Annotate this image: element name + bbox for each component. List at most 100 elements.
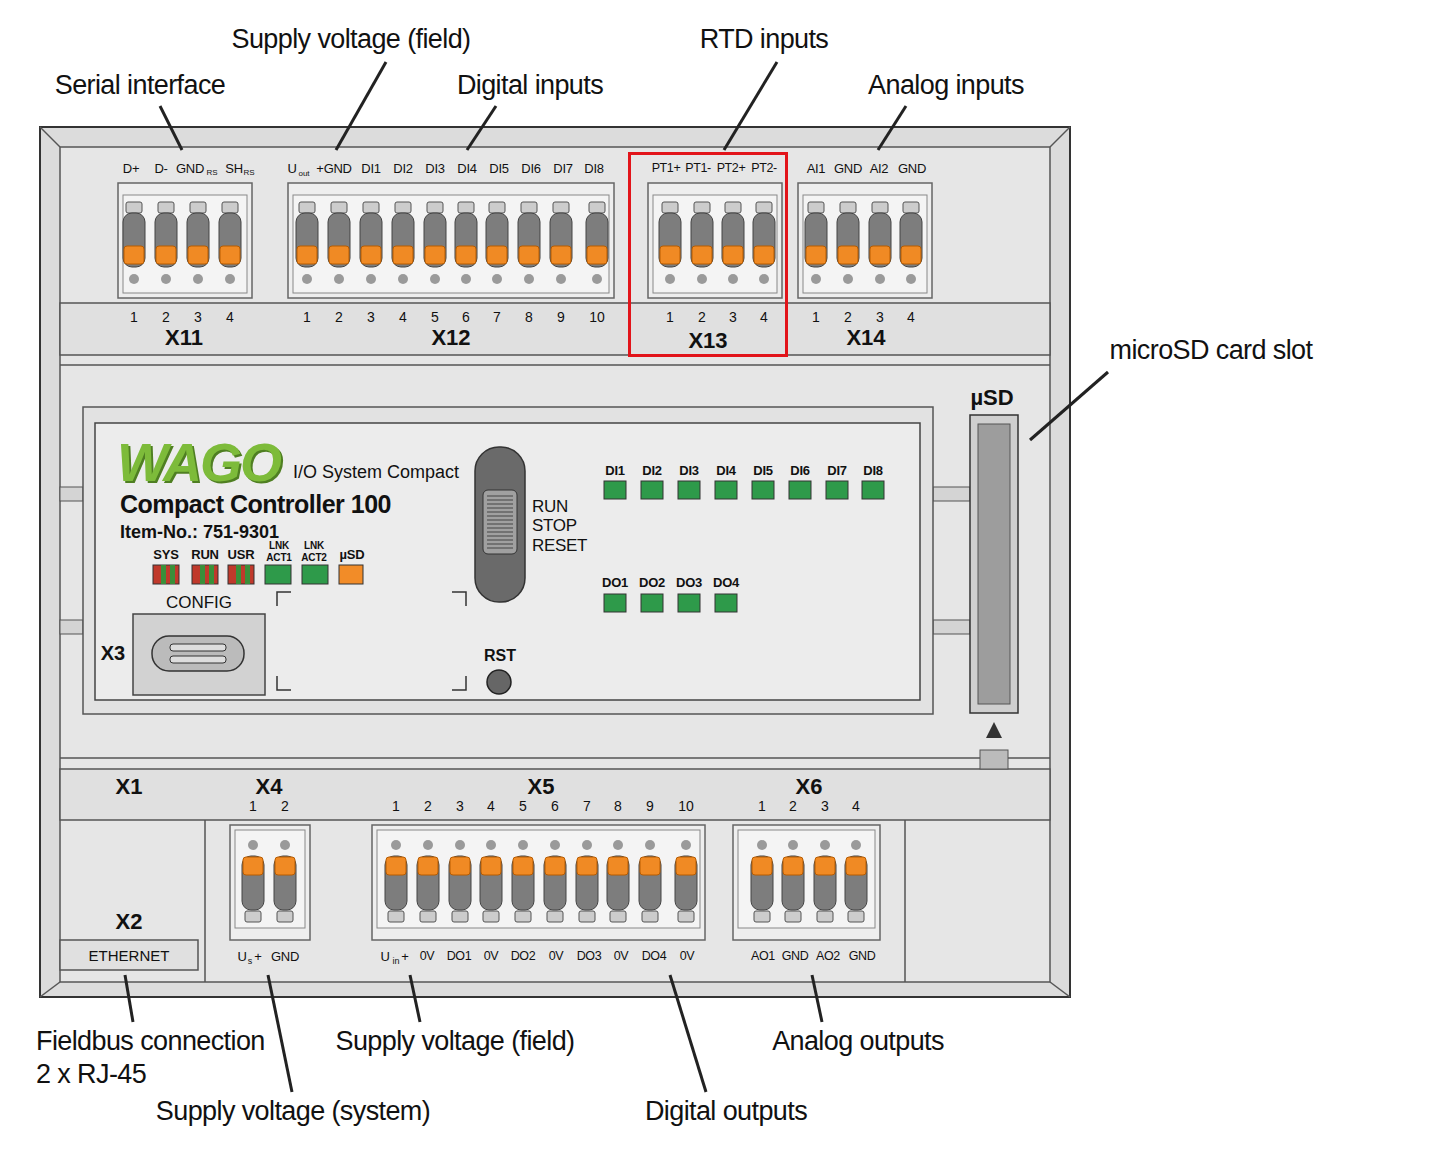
knob-ridge (487, 504, 513, 505)
wire-entry (248, 840, 258, 850)
pin-subscript: RS (243, 169, 254, 177)
housing-inner (60, 147, 1050, 982)
terminal-block (230, 825, 310, 940)
pin-number: 5 (431, 310, 439, 324)
pin-subscript: RS (206, 169, 217, 177)
push-button (577, 857, 597, 875)
push-button (640, 857, 660, 875)
terminal-lever (296, 213, 318, 267)
pin-name: DI6 (521, 162, 540, 175)
wire-entry (423, 840, 433, 850)
pin-name: DI7 (553, 162, 572, 175)
led-label: DI3 (679, 464, 698, 477)
pin-number: 2 (844, 310, 852, 324)
marking-bracket (277, 676, 291, 690)
terminal-tab (903, 202, 919, 213)
wire-entry (757, 840, 767, 850)
wire-entry (811, 274, 821, 284)
pin-name: + (254, 950, 261, 963)
terminal-tab (158, 202, 174, 213)
knob-ridge (487, 528, 513, 529)
pin-subscript: s (248, 957, 253, 966)
terminal-tab (458, 202, 474, 213)
connector-name: X11 (165, 327, 203, 349)
terminal-tab (483, 911, 499, 922)
wire-entry (665, 274, 675, 284)
push-button (815, 857, 835, 875)
push-button (754, 246, 774, 264)
wire-entry (843, 274, 853, 284)
pin-number: 8 (614, 799, 622, 813)
terminal-lever (550, 213, 572, 267)
push-button (386, 857, 406, 875)
terminal-lever (814, 856, 836, 910)
pin-number: 1 (812, 310, 820, 324)
push-button (275, 857, 295, 875)
reset-button (487, 670, 511, 694)
terminal-tab (840, 202, 856, 213)
wire-entry (518, 840, 528, 850)
housing-edge (904, 820, 906, 982)
knob-ridge (487, 544, 513, 545)
led-label: DO4 (713, 576, 739, 589)
pin-number: 3 (821, 799, 829, 813)
led-label: DI8 (863, 464, 882, 477)
led-label: DO2 (639, 576, 665, 589)
pin-number: 1 (130, 310, 138, 324)
pin-name: GND (176, 162, 204, 175)
terminal-lever (869, 213, 891, 267)
terminal-body (738, 830, 875, 928)
terminal-lever (675, 856, 697, 910)
pin-name: GND (849, 950, 876, 963)
wire-entry (645, 840, 655, 850)
config-port-frame (133, 614, 265, 695)
terminal-lever (639, 856, 661, 910)
knob-ridge (487, 500, 513, 501)
knob-ridge (487, 540, 513, 541)
led-label: LNK (304, 541, 324, 551)
config-port: CONFIG (133, 614, 265, 695)
knob-ridge (487, 532, 513, 533)
pin-subscript: out (298, 170, 309, 178)
wire-entry (398, 274, 408, 284)
pin-name: AO2 (816, 950, 840, 963)
item-number: Item-No.: 751-9301 (120, 523, 279, 541)
side-notch (933, 487, 970, 501)
terminal-lever (544, 856, 566, 910)
terminal-lever (360, 213, 382, 267)
pin-name: SH (225, 162, 242, 175)
pin-name: D- (154, 162, 167, 175)
mode-switch (475, 447, 525, 602)
led-label: DI4 (716, 464, 735, 477)
switch-knob (483, 490, 517, 554)
pin-number: 2 (162, 310, 170, 324)
terminal-tab (452, 911, 468, 922)
wire-entry (302, 274, 312, 284)
led-label: DI6 (790, 464, 809, 477)
di-led (789, 481, 811, 499)
leader-line (670, 975, 706, 1092)
terminal-lever (385, 856, 407, 910)
pin-number: 2 (789, 799, 797, 813)
push-button (513, 857, 533, 875)
led-label: SYS (153, 548, 178, 561)
wire-entry (486, 840, 496, 850)
wire-entry (129, 274, 139, 284)
pin-name: PT1+ (652, 162, 681, 175)
push-button (551, 246, 571, 264)
di-led (604, 481, 626, 499)
pin-name: 0V (420, 950, 435, 963)
push-button (608, 857, 628, 875)
callout-label: Digital inputs (457, 72, 603, 99)
terminal-tab (642, 911, 658, 922)
highlight-box: X13 (628, 152, 788, 357)
push-button (519, 246, 539, 264)
pin-name: AI2 (870, 162, 889, 175)
ethernet-box: ETHERNET (60, 940, 198, 970)
wire-entry (225, 274, 235, 284)
terminal-tab (547, 911, 563, 922)
wire-entry (697, 274, 707, 284)
wire-entry (193, 274, 203, 284)
terminal-tab (872, 202, 888, 213)
